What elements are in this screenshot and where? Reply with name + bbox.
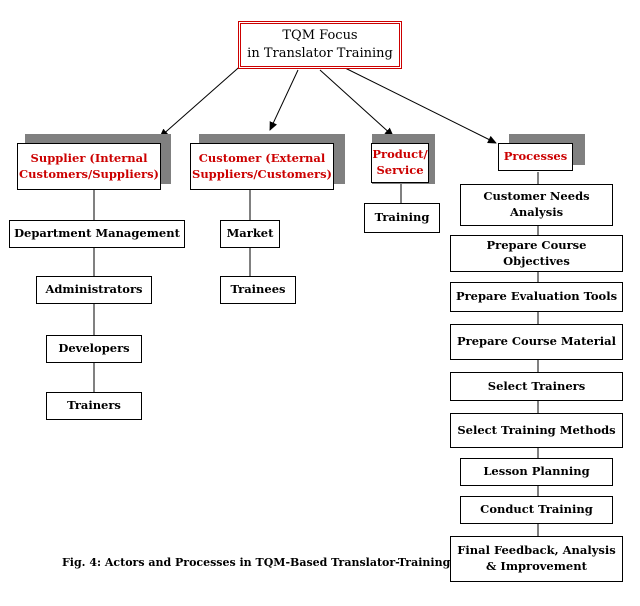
supplier-line1: Supplier (Internal (30, 150, 148, 165)
figure-caption: Fig. 4: Actors and Processes in TQM-Base… (62, 556, 451, 569)
arrow-root-to-processes (334, 62, 497, 144)
process-step-line1: Conduct Training (480, 502, 593, 517)
process-step-prepare-course-material: Prepare Course Material (450, 324, 623, 360)
process-step-prepare-evaluation-tools: Prepare Evaluation Tools (450, 282, 623, 312)
supplier-item-label: Administrators (45, 282, 143, 297)
root-line1: TQM Focus (282, 27, 358, 43)
product-line2: Service (376, 163, 424, 177)
process-step-lesson-planning: Lesson Planning (460, 458, 613, 486)
process-step-line2: & Improvement (486, 559, 587, 573)
process-step-line1: Final Feedback, Analysis (457, 543, 616, 558)
customer-item-label: Trainees (230, 282, 286, 297)
arrow-root-to-product (319, 69, 394, 137)
arrow-root-to-supplier (159, 61, 246, 138)
supplier-item-department-management: Department Management (9, 220, 185, 248)
process-step-line1: Customer Needs (483, 189, 590, 204)
root-line2: in Translator Training (247, 46, 393, 61)
supplier-item-label: Department Management (14, 226, 180, 241)
process-step-line1: Select Training Methods (457, 422, 616, 437)
supplier-item-developers: Developers (46, 335, 142, 363)
customer-line1: Customer (External (198, 150, 326, 165)
process-step-select-training-methods: Select Training Methods (450, 413, 623, 448)
product-item-training: Training (364, 203, 440, 233)
supplier-item-administrators: Administrators (36, 276, 152, 304)
customer-item-label: Market (226, 226, 274, 241)
process-step-line1: Lesson Planning (483, 464, 590, 479)
customer-line2: Suppliers/Customers) (192, 166, 332, 181)
arrow-root-to-customer (269, 69, 299, 131)
process-step-conduct-training: Conduct Training (460, 496, 613, 524)
customer-item-market: Market (220, 220, 280, 248)
root-node: TQM Focus in Translator Training (238, 21, 402, 69)
product-line1: Product/ (372, 147, 428, 162)
process-step-line1: Prepare Evaluation Tools (455, 289, 618, 304)
process-step-final-feedback: Final Feedback, Analysis& Improvement (450, 536, 623, 582)
product-item-label: Training (374, 210, 430, 225)
category-processes: Processes (498, 143, 573, 171)
supplier-item-label: Trainers (67, 398, 121, 413)
supplier-item-label: Developers (58, 341, 130, 356)
customer-item-trainees: Trainees (220, 276, 296, 304)
process-step-select-trainers: Select Trainers (450, 372, 623, 401)
process-step-line1: Prepare Course (486, 237, 587, 252)
process-step-line1: Select Trainers (487, 378, 586, 393)
process-step-line2: Analysis (509, 205, 564, 219)
process-step-line1: Prepare Course Material (457, 334, 616, 349)
category-product: Product/Service (371, 143, 429, 183)
supplier-line2: Customers/Suppliers) (19, 166, 159, 181)
process-step-line2: Objectives (503, 253, 570, 268)
supplier-item-trainers: Trainers (46, 392, 142, 420)
processes-label: Processes (503, 149, 568, 164)
